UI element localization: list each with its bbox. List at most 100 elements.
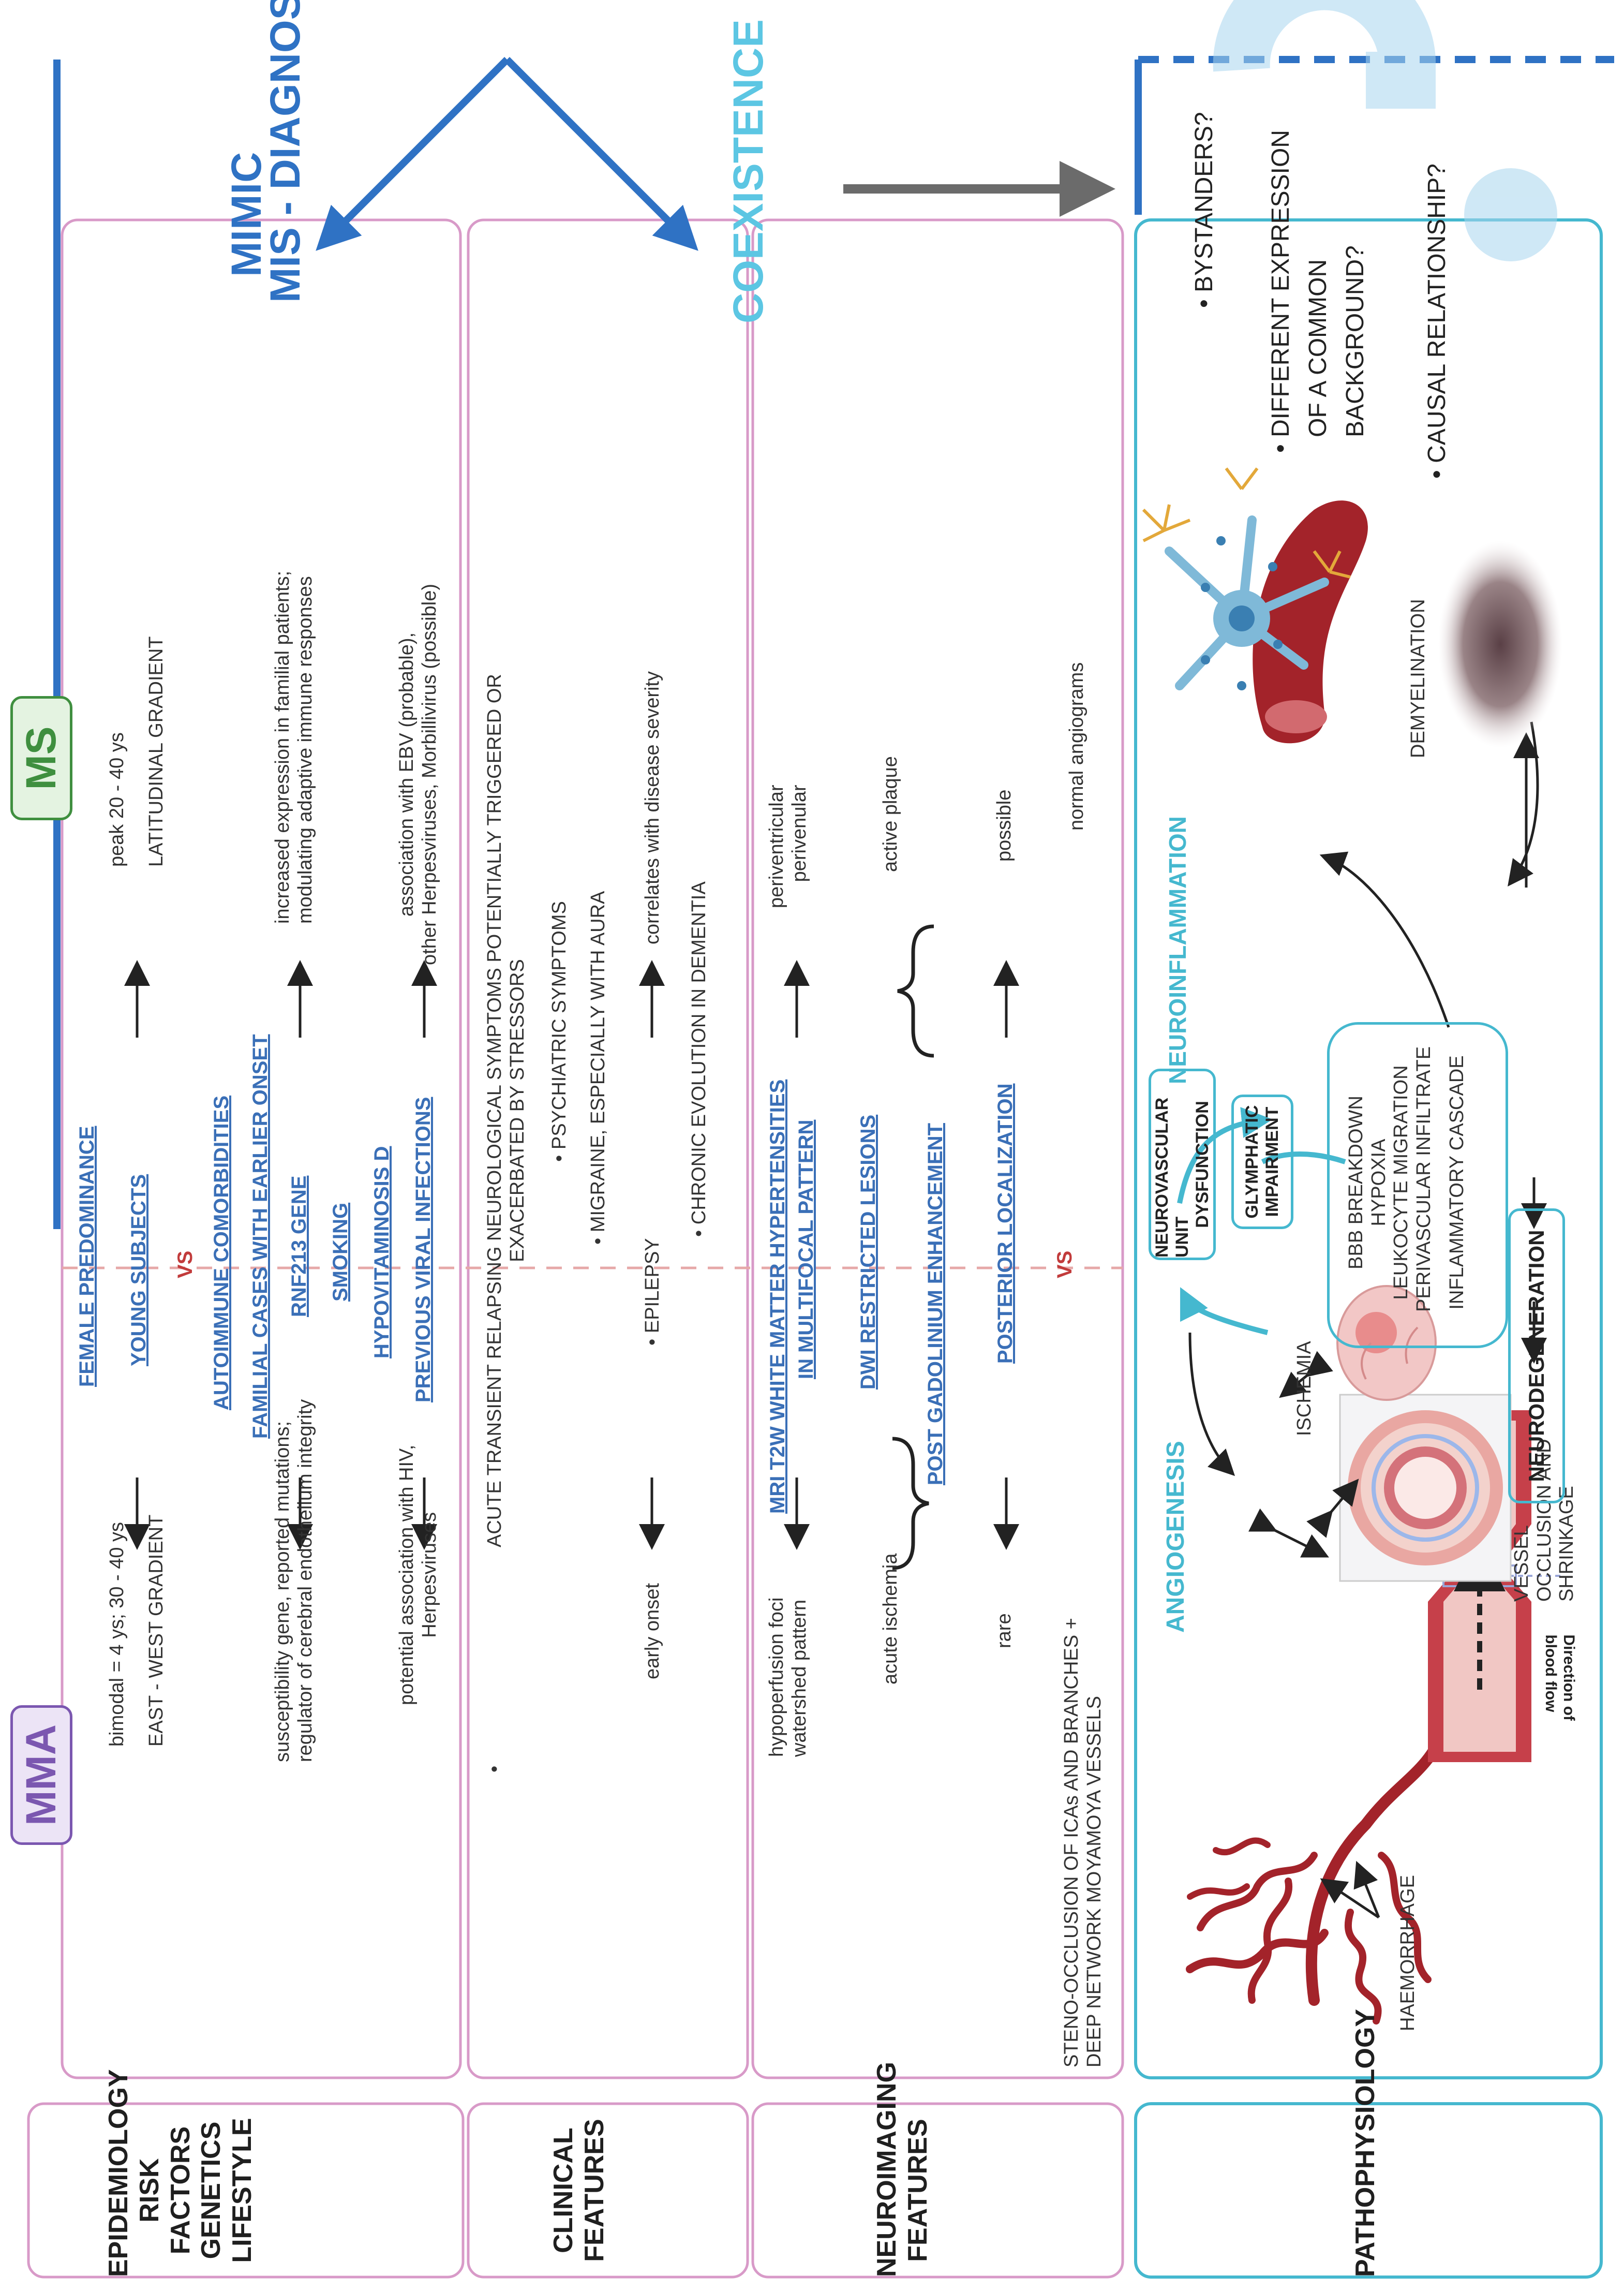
teal-arrow-angiogenesis [1180,1287,1269,1335]
ms-age-text: peak 20 - 40 ys LATITUDINAL GRADIENT [106,637,168,867]
nvu-line-2: DYSFUNCTION [1192,1101,1212,1228]
content-box-pathophysiology [1134,218,1603,2079]
vessel-cross-section-graphic [1339,1394,1512,1582]
ms-genetics-text: increased expression in familial patient… [272,571,317,924]
clinical-bullet-2: • MIGRAINE, ESPECIALLY WITH AURA [587,891,609,1245]
glymphatic-line-1: GLYMPHATIC [1242,1105,1262,1219]
neurovascular-graphic [1142,467,1368,744]
multifocal-pattern-label: IN MULTIFOCAL PATTERN [795,1119,817,1379]
question-mark-graphic [1213,0,1557,261]
nvu-dysfunction-box: NEUROVASCULAR UNIT DYSFUNCTION [1149,1069,1216,1260]
mma-age-text: bimodal = 4 ys; 30 - 40 ys EAST - WEST G… [106,1515,168,1747]
header-epidemiology-line-3: GENETICS [196,2121,227,2259]
ms-infection-line-1: association with EBV (probable), [396,632,418,917]
vs-label-neuroimaging: VS [1053,1250,1076,1278]
ms-badge-label: MS [18,726,65,790]
clinical-main-line-2: EXACERBATED BY STRESSORS [506,959,528,1262]
arrow-angio-ischemia [1306,1479,1359,1538]
header-pathophysiology: PATHOPHYSIOLOGY [1350,2009,1381,2277]
ischemic-brain-graphic [1336,1285,1437,1401]
mri-t2w-label: MRI T2W WHITE MATTER HYPERTENSITIES [766,1079,789,1514]
header-epidemiology: EPIDEMIOLOGY RISK FACTORS GENETICS LIFES… [103,2069,258,2277]
question-2: • DIFFERENT EXPRESSION OF A COMMON BACKG… [1262,116,1374,453]
mma-infection-text: potential association with HIV, Herpesvi… [396,1445,441,1705]
header-epidemiology-line-1: EPIDEMIOLOGY [103,2069,133,2277]
question-1-text: BYSTANDERS? [1190,112,1218,292]
mma-dwi-text: acute ischemia [880,1553,901,1685]
misdiagnosis-label: MIS - DIAGNOSIS [262,0,309,303]
demyelination-label: DEMYELINATION [1407,599,1429,758]
clinical-bullet-4: • CHRONIC EVOLUTION IN DEMENTIA [688,881,710,1237]
glymphatic-line-2: IMPAIRMENT [1262,1106,1282,1217]
arrow-to-coexistence [504,57,698,251]
post-gadolinium-label: POST GADOLINIUM ENHANCEMENT [924,1123,947,1485]
arrow-to-mimic [316,57,510,251]
clinical-bullet-marker: • [484,1765,505,1772]
mma-mri-line-1: hypoperfusion foci [766,1597,787,1757]
arrow-to-neuroinflammation [1319,851,1450,1028]
ms-infection-line-2: other Herpesviruses, Morbillivirus (poss… [418,583,440,965]
previous-viral-infections-label: PREVIOUS VIRAL INFECTIONS [412,1097,435,1402]
demyelination-graphic [1438,541,1562,748]
neuroinflammation-label: NEUROINFLAMMATION [1164,816,1191,1084]
mma-mri-line-2: watershed pattern [788,1599,810,1757]
header-epidemiology-line-2: RISK FACTORS [134,2126,196,2255]
question-3-text: CAUSAL RELATIONSHIP? [1423,164,1451,463]
familial-cases-label: FAMILIAL CASES WITH EARLIER ONSET [249,1034,272,1439]
blood-flow-label: Direction of blood flow [1542,1634,1578,1721]
cascade-line-1: BBB BREAKDOWN [1345,1096,1367,1269]
arrow-ischemia-vessel [1279,1351,1333,1398]
ms-age-line-2: LATITUDINAL GRADIENT [145,636,167,867]
cascade-line-2: HYPOXIA [1367,1139,1390,1227]
neurodegeneration-label: NEURODEGENERATION [1524,1230,1548,1482]
clinical-mma-onset: early onset [642,1583,663,1679]
mma-genetics-line-1: susceptibility gene, reported mutations; [272,1421,293,1762]
header-clinical: CLINICAL FEATURES [548,2104,610,2277]
smoking-label: SMOKING [329,1202,352,1302]
mma-age-line-1: bimodal = 4 ys; 30 - 40 ys [106,1521,128,1747]
ms-genetics-line-2: modulating adaptive immune responses [294,576,316,924]
haemorrhage-label: HAEMORRHAGE [1397,1875,1419,2031]
dwi-restricted-label: DWI RESTRICTED LESIONS [857,1114,880,1390]
nvu-line-1: NEUROVASCULAR UNIT [1152,1097,1192,1258]
arrow-to-moyamoya [1188,1332,1235,1476]
mma-mri-text: hypoperfusion foci watershed pattern [766,1598,811,1757]
angiogenesis-label: ANGIOGENESIS [1162,1441,1189,1633]
mma-gad-text: rare [993,1613,1015,1648]
clinical-main-line-1: ACUTE TRANSIENT RELAPSING NEUROLOGICAL S… [484,674,505,1547]
clinical-bullet-3-text: EPILEPSY [642,1238,663,1334]
ms-infection-text: association with EBV (probable), other H… [396,584,441,965]
clinical-bullet-3: • EPILEPSY [642,1238,663,1346]
arrow-angio-vessel [1248,1508,1329,1558]
header-clinical-line-2: FEATURES [579,2119,609,2262]
ms-mri-line-1: periventricular [766,785,787,908]
mma-infection-line-1: potential association with HIV, [396,1444,418,1705]
content-box-clinical [467,218,749,2079]
posterior-localization-label: POSTERIOR LOCALIZATION [994,1083,1017,1364]
ms-gad-text: possible [993,789,1015,862]
ms-genetics-line-1: increased expression in familial patient… [272,570,293,924]
header-box-pathophysiology [1134,2102,1603,2279]
vs-label-epidemiology: VS [174,1250,197,1278]
moyamoya-network-graphic [1186,1725,1449,2025]
mma-genetics-line-2: regulator of cerebral endothelium integr… [294,1399,316,1762]
cascade-line-5: INFLAMMATORY CASCADE [1446,1055,1468,1310]
header-epidemiology-line-4: LIFESTYLE [227,2118,258,2263]
mma-badge-label: MMA [18,1724,65,1826]
ms-age-line-1: peak 20 - 40 ys [106,732,128,867]
clinical-bullet-4-text: CHRONIC EVOLUTION IN DEMENTIA [688,881,710,1225]
question-3: • CAUSAL RELATIONSHIP? [1423,164,1451,479]
neurodegeneration-box: NEURODEGENERATION [1508,1208,1565,1503]
cascade-line-3: LEUKOCYTE MIGRATION [1390,1065,1412,1300]
brace-right [897,924,934,1058]
young-subjects-label: YOUNG SUBJECTS [127,1174,150,1366]
cascade-line-4: PERIVASCULAR INFILTRATE [1413,1046,1435,1312]
arrow-demyelination-return [1508,721,1539,887]
content-box-neuroimaging [751,218,1124,2079]
arrow-haemorrhage-1 [1353,1860,1380,1918]
question-2-text: DIFFERENT EXPRESSION OF A COMMON BACKGRO… [1267,129,1369,437]
mma-genetics-text: susceptibility gene, reported mutations;… [272,1399,317,1762]
